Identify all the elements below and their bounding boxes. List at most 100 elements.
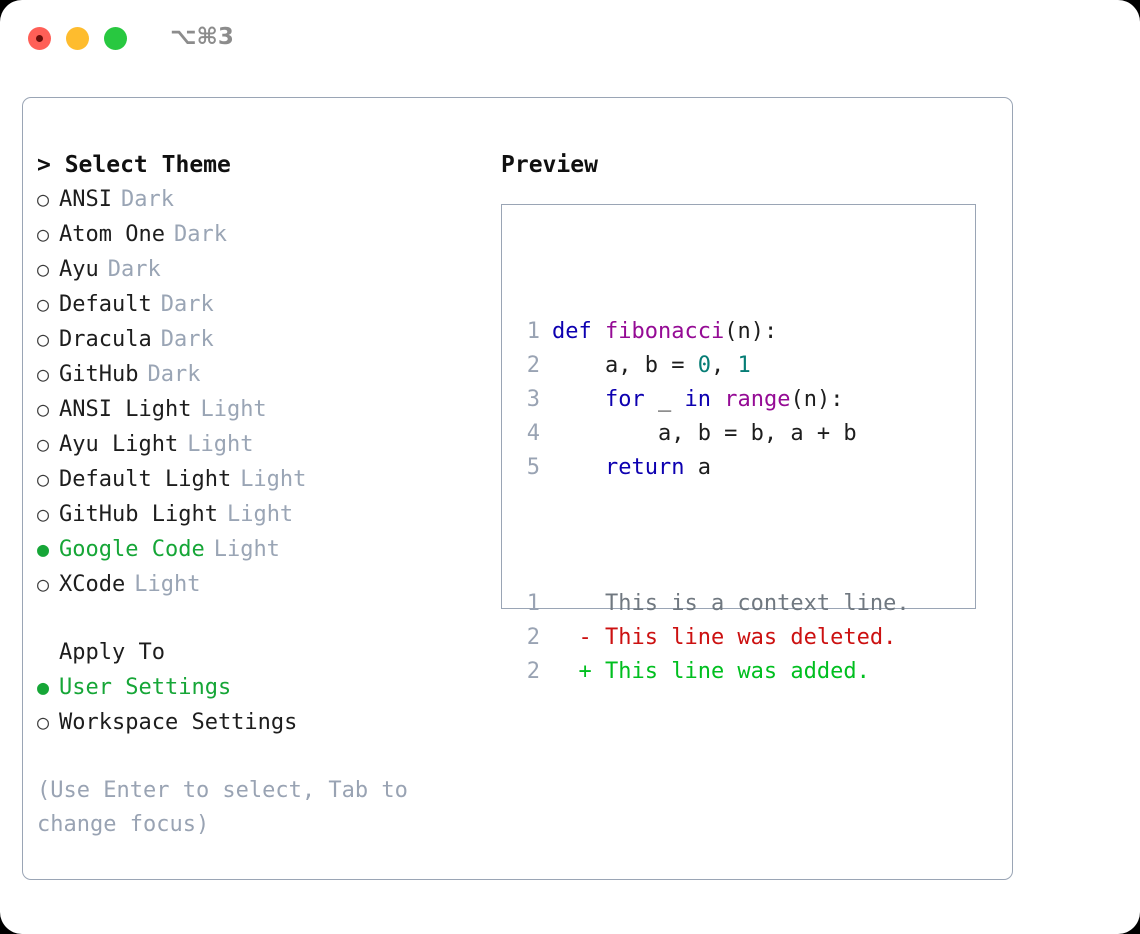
code-line-text: for _ in range(n): xyxy=(540,383,843,417)
line-number: 1 xyxy=(526,591,540,616)
radio-unselected-icon[interactable]: ○ xyxy=(37,257,50,281)
theme-option[interactable]: ○ Default Light Light xyxy=(37,462,487,497)
code-line: 5 return a xyxy=(514,451,910,485)
code-line: 3 for _ in range(n): xyxy=(514,383,910,417)
theme-option[interactable]: ○ Default Dark xyxy=(37,287,487,322)
traffic-light-group xyxy=(28,27,127,50)
radio-unselected-icon[interactable]: ○ xyxy=(37,222,50,246)
code-token-kw: for xyxy=(604,387,645,412)
code-token-pl: a, b = xyxy=(552,353,698,378)
diff-line-text: + This line was added. xyxy=(552,659,870,684)
radio-unselected-icon[interactable]: ○ xyxy=(37,710,50,734)
apply-to-heading: Apply To xyxy=(59,640,165,665)
theme-name: ANSI Light xyxy=(59,397,192,422)
theme-kind-badge: Dark xyxy=(160,292,214,317)
radio-selected-icon[interactable]: ● xyxy=(37,675,50,699)
theme-name: XCode xyxy=(59,572,126,597)
radio-unselected-icon[interactable]: ○ xyxy=(37,432,50,456)
theme-kind-badge: Light xyxy=(226,502,294,527)
radio-unselected-icon[interactable]: ○ xyxy=(37,327,50,351)
theme-option[interactable]: ● Google Code Light xyxy=(37,532,487,567)
theme-option[interactable]: ○ ANSI Light Light xyxy=(37,392,487,427)
theme-kind-badge: Light xyxy=(187,432,254,457)
theme-name: GitHub Light xyxy=(59,502,218,527)
diff-line-text: - This line was deleted. xyxy=(552,625,897,650)
code-token-num: 1 xyxy=(737,353,751,378)
keyboard-shortcut-label: ⌥⌘3 xyxy=(170,24,234,50)
code-line: 2 a, b = 0, 1 xyxy=(514,349,910,383)
theme-kind-badge: Dark xyxy=(120,187,174,212)
code-token-pl: , xyxy=(710,353,738,378)
theme-option[interactable]: ○ Ayu Light Light xyxy=(37,427,487,462)
theme-name: Ayu xyxy=(59,257,99,282)
code-token-pl xyxy=(711,387,724,412)
theme-name: Dracula xyxy=(59,327,152,352)
radio-selected-icon[interactable]: ● xyxy=(37,537,50,561)
apply-to-list[interactable]: ●User Settings○Workspace Settings xyxy=(37,670,487,740)
diff-line-text: This is a context line. xyxy=(552,591,910,616)
apply-to-option[interactable]: ●User Settings xyxy=(37,670,487,705)
theme-kind-badge: Light xyxy=(134,572,201,597)
apply-to-option[interactable]: ○Workspace Settings xyxy=(37,705,487,740)
code-token-pl: a, b = b, a + b xyxy=(552,421,857,446)
keyboard-hint-text: (Use Enter to select, Tab to change focu… xyxy=(37,778,422,837)
code-token-pl: (n): xyxy=(724,319,778,344)
maximize-window-icon[interactable] xyxy=(104,27,127,50)
theme-option[interactable]: ○ Dracula Dark xyxy=(37,322,487,357)
section-spacer xyxy=(37,602,487,636)
line-number: 2 xyxy=(526,353,540,378)
radio-unselected-icon[interactable]: ○ xyxy=(37,292,50,316)
radio-unselected-icon[interactable]: ○ xyxy=(37,397,50,421)
code-line-text: a, b = 0, 1 xyxy=(540,349,751,383)
diff-line: 1 This is a context line. xyxy=(514,587,910,621)
theme-kind-badge: Light xyxy=(200,397,267,422)
line-number: 5 xyxy=(526,455,540,480)
theme-kind-badge: Dark xyxy=(107,257,161,282)
code-line-text: return a xyxy=(540,451,711,485)
line-number: 3 xyxy=(526,387,540,412)
theme-option[interactable]: ○ XCode Light xyxy=(37,567,487,602)
diff-line: 2 - This line was deleted. xyxy=(514,621,910,655)
theme-option[interactable]: ○ GitHub Light Light xyxy=(37,497,487,532)
code-token-kw: def xyxy=(552,319,592,344)
diff-sample: 1 This is a context line.2 - This line w… xyxy=(514,587,910,689)
radio-unselected-icon[interactable]: ○ xyxy=(37,502,50,526)
code-token-pl: (n): xyxy=(790,387,844,412)
title-bar: ⌥⌘3 xyxy=(0,0,1140,78)
select-theme-heading: > Select Theme xyxy=(37,152,231,178)
theme-name: Default xyxy=(59,292,152,317)
radio-unselected-icon[interactable]: ○ xyxy=(37,187,50,211)
code-token-pl: _ xyxy=(644,387,685,412)
minimize-window-icon[interactable] xyxy=(66,27,89,50)
code-token-pl xyxy=(552,455,605,480)
radio-unselected-icon[interactable]: ○ xyxy=(37,572,50,596)
theme-option[interactable]: ○ Ayu Dark xyxy=(37,252,487,287)
theme-kind-badge: Dark xyxy=(160,327,214,352)
preview-heading: Preview xyxy=(501,152,598,178)
radio-unselected-icon[interactable]: ○ xyxy=(37,467,50,491)
code-token-pl xyxy=(592,319,605,344)
theme-name: Default Light xyxy=(59,467,232,492)
theme-kind-badge: Light xyxy=(213,537,280,562)
code-line-text: a, b = b, a + b xyxy=(540,417,857,451)
radio-unselected-icon[interactable]: ○ xyxy=(37,362,50,386)
close-window-icon[interactable] xyxy=(28,27,51,50)
theme-name: Ayu Light xyxy=(59,432,179,457)
theme-name: Google Code xyxy=(59,537,205,562)
line-number: 4 xyxy=(526,421,540,446)
theme-kind-badge: Light xyxy=(240,467,307,492)
code-token-pl xyxy=(552,387,605,412)
